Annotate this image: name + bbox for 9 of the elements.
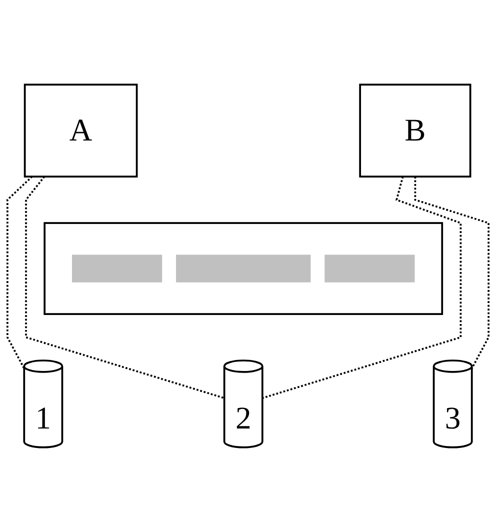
process-box: B (359, 84, 472, 178)
process-box: A (24, 84, 138, 178)
storage-cylinder: 2 (223, 360, 264, 448)
connector (25, 176, 225, 399)
connector (6, 176, 33, 369)
connector (262, 176, 462, 399)
storage-cylinder: 3 (432, 360, 473, 448)
storage-cylinder: 1 (23, 360, 64, 448)
connector (414, 176, 490, 369)
